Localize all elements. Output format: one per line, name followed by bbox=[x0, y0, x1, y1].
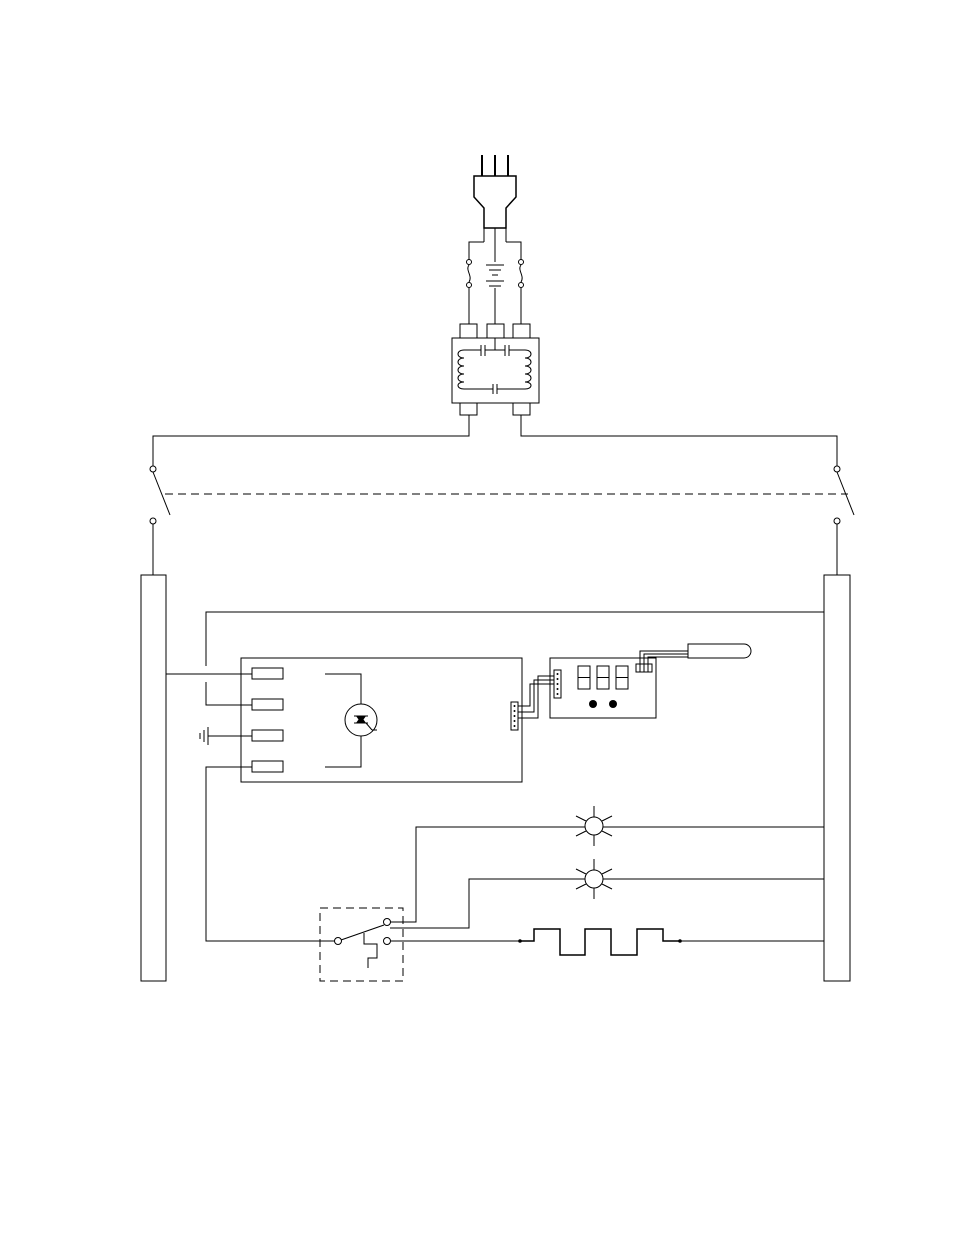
temperature-probe bbox=[640, 644, 751, 664]
selector-switch bbox=[320, 908, 403, 981]
display-board bbox=[550, 658, 656, 718]
supply-wire-left bbox=[153, 415, 469, 466]
wire-lamp1-switch bbox=[390, 827, 585, 922]
wire-lamp2-switch bbox=[390, 879, 585, 928]
button-dot-1 bbox=[589, 700, 597, 708]
ribbon-cable bbox=[518, 676, 554, 718]
main-switch-right bbox=[834, 466, 854, 575]
power-plug bbox=[474, 155, 516, 262]
control-board bbox=[241, 658, 522, 782]
supply-wire-right bbox=[521, 415, 837, 466]
line-fuse-right bbox=[506, 242, 524, 324]
triac bbox=[345, 704, 377, 736]
button-dot-2 bbox=[609, 700, 617, 708]
ground-symbol bbox=[486, 265, 504, 324]
heating-element bbox=[391, 929, 824, 955]
indicator-lamp-1 bbox=[576, 806, 612, 846]
line-fuse-left bbox=[467, 242, 485, 324]
main-switch-left bbox=[150, 466, 170, 575]
terminal-block-left bbox=[141, 575, 166, 981]
emi-filter bbox=[452, 324, 539, 415]
terminal-block-right bbox=[824, 575, 850, 981]
wire-board-terminal-4 bbox=[206, 767, 335, 941]
